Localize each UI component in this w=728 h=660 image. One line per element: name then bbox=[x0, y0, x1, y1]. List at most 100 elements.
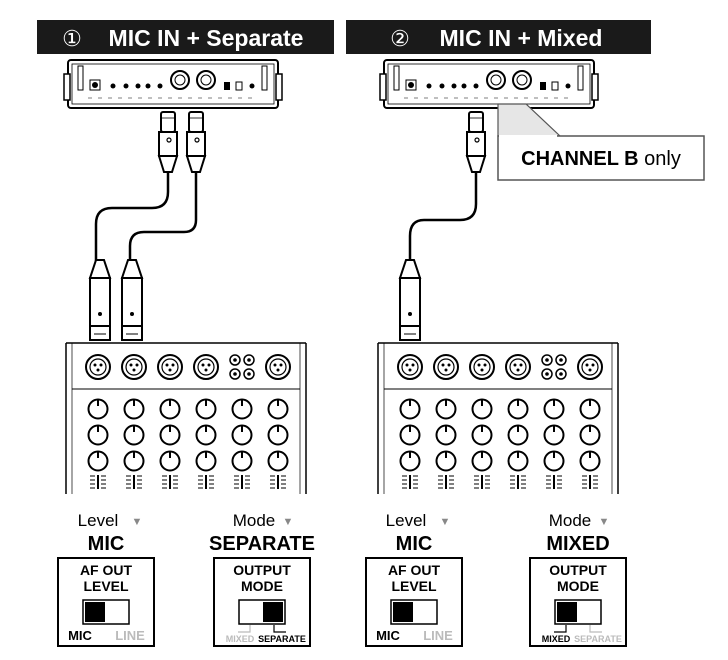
switch-title-line1: OUTPUT bbox=[233, 562, 291, 578]
panel-1-title: MIC IN + Separate bbox=[109, 25, 304, 51]
panel-1-title-bar: ① MIC IN + Separate bbox=[37, 20, 334, 54]
xlr-input-jack bbox=[469, 354, 495, 380]
switch-title-line2: MODE bbox=[241, 578, 283, 594]
knob bbox=[87, 424, 109, 446]
level-option-line: LINE bbox=[423, 628, 453, 643]
knob bbox=[159, 424, 181, 446]
knob bbox=[87, 450, 109, 472]
mixer-2 bbox=[377, 342, 619, 494]
mode-option-separate: SEPARATE bbox=[574, 634, 622, 644]
knob bbox=[543, 450, 565, 472]
mode-option-separate: SEPARATE bbox=[258, 634, 306, 644]
callout-rest: only bbox=[639, 148, 681, 170]
fader bbox=[161, 474, 179, 490]
level-arrow-icon: ▼ bbox=[440, 516, 451, 528]
fader bbox=[125, 474, 143, 490]
xlr-input-jack bbox=[433, 354, 459, 380]
knob bbox=[267, 424, 289, 446]
knob bbox=[231, 398, 253, 420]
xlr-input-jack bbox=[265, 354, 291, 380]
switch-title-line1: AF OUT bbox=[80, 562, 133, 578]
slide-switch-knob bbox=[85, 602, 105, 622]
panel-1-number: ① bbox=[62, 26, 82, 51]
switch-title-line2: LEVEL bbox=[391, 578, 437, 594]
level-arrow-icon: ▼ bbox=[132, 516, 143, 528]
fader bbox=[545, 474, 563, 490]
svg-text:CHANNEL B only: CHANNEL B only bbox=[521, 148, 681, 170]
switch-title-line1: AF OUT bbox=[388, 562, 441, 578]
mode-value: MIXED bbox=[546, 533, 609, 555]
level-option-line: LINE bbox=[115, 628, 145, 643]
panel-1-cables bbox=[89, 111, 206, 341]
fader bbox=[581, 474, 599, 490]
knob bbox=[195, 450, 217, 472]
mode-arrow-icon: ▼ bbox=[283, 516, 294, 528]
knob bbox=[123, 450, 145, 472]
knob bbox=[543, 424, 565, 446]
switch-title-line2: LEVEL bbox=[83, 578, 129, 594]
knob bbox=[435, 398, 457, 420]
knob bbox=[159, 450, 181, 472]
knob bbox=[399, 398, 421, 420]
switch-title-line2: MODE bbox=[557, 578, 599, 594]
mode-label: Mode bbox=[233, 511, 276, 530]
callout-bold: CHANNEL B bbox=[521, 148, 638, 170]
knob bbox=[507, 424, 529, 446]
knob bbox=[399, 450, 421, 472]
level-value: MIC bbox=[88, 533, 125, 555]
fader bbox=[197, 474, 215, 490]
knob bbox=[231, 424, 253, 446]
xlr-input-jack bbox=[505, 354, 531, 380]
knob bbox=[87, 398, 109, 420]
knob bbox=[195, 424, 217, 446]
level-value: MIC bbox=[396, 533, 433, 555]
channel-b-callout: CHANNEL B only bbox=[497, 103, 705, 181]
knob bbox=[471, 450, 493, 472]
xlr-input-jack bbox=[85, 354, 111, 380]
panel-2-title: MIC IN + Mixed bbox=[440, 25, 603, 51]
level-label: Level bbox=[386, 511, 427, 530]
rca-jacks bbox=[229, 354, 255, 380]
mode-option-mixed: MIXED bbox=[226, 634, 255, 644]
fader bbox=[269, 474, 287, 490]
knob bbox=[123, 398, 145, 420]
xlr-input-jack bbox=[121, 354, 147, 380]
mode-label: Mode bbox=[549, 511, 592, 530]
fader bbox=[401, 474, 419, 490]
xlr-input-jack bbox=[397, 354, 423, 380]
knob bbox=[507, 450, 529, 472]
slide-switch-knob bbox=[263, 602, 283, 622]
knob bbox=[399, 424, 421, 446]
receiver-1 bbox=[63, 59, 283, 109]
knob bbox=[579, 398, 601, 420]
mode-value: SEPARATE bbox=[209, 533, 315, 555]
knob bbox=[471, 398, 493, 420]
xlr-input-jack bbox=[577, 354, 603, 380]
knob bbox=[507, 398, 529, 420]
knob bbox=[195, 398, 217, 420]
panel-2-cables bbox=[399, 111, 486, 341]
level-label: Level bbox=[78, 511, 119, 530]
mixer-1 bbox=[65, 342, 307, 494]
slide-switch-knob bbox=[557, 602, 577, 622]
knob bbox=[579, 424, 601, 446]
switch-title-line1: OUTPUT bbox=[549, 562, 607, 578]
mode-option-mixed: MIXED bbox=[542, 634, 571, 644]
xlr-input-jack bbox=[157, 354, 183, 380]
knob bbox=[471, 424, 493, 446]
fader bbox=[509, 474, 527, 490]
receiver-2 bbox=[379, 59, 599, 109]
panel-2-number: ② bbox=[390, 26, 410, 51]
fader bbox=[89, 474, 107, 490]
fader bbox=[233, 474, 251, 490]
mixers bbox=[65, 342, 619, 494]
slide-switch-knob bbox=[393, 602, 413, 622]
knob bbox=[267, 398, 289, 420]
xlr-input-jack bbox=[193, 354, 219, 380]
